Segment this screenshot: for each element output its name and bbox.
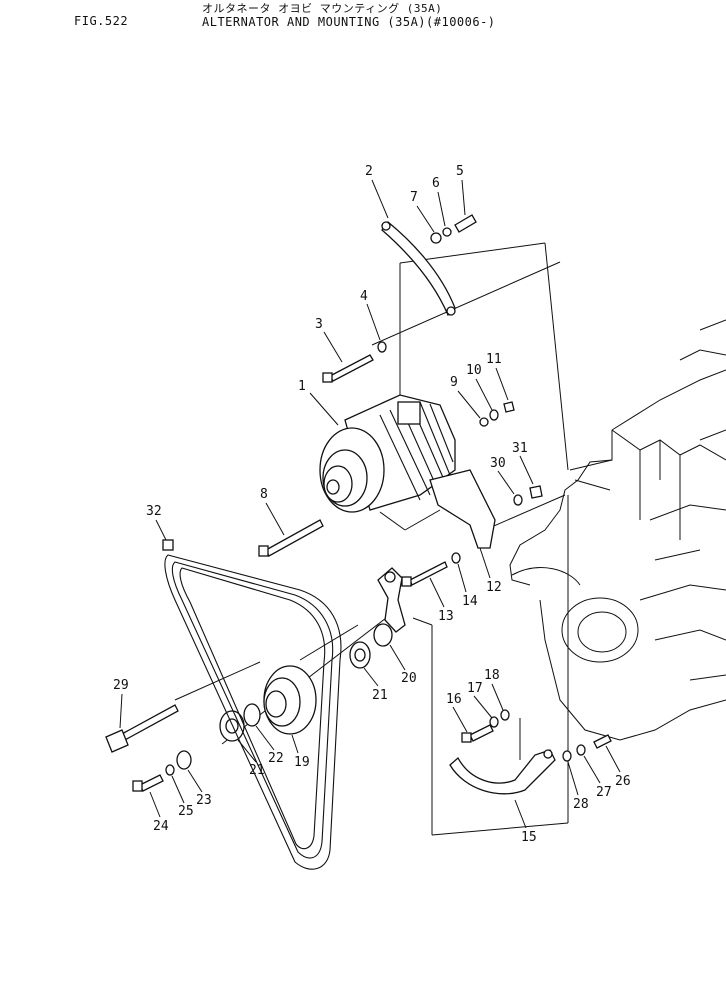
- callout-12: 12: [486, 580, 502, 595]
- callout-27: 27: [596, 785, 612, 800]
- assembly-lines: [174, 242, 569, 836]
- callout-7: 7: [410, 190, 418, 205]
- page-title: ALTERNATOR AND MOUNTING (35A)(#10006-): [202, 15, 496, 29]
- callout-21-b: 21: [249, 763, 265, 778]
- figure-number: FIG.522: [74, 14, 129, 28]
- callout-32: 32: [146, 504, 162, 519]
- callout-labels: 1 2 3 4 5 6 7 8 9 10 11 12 13 14 15 16 1…: [113, 164, 631, 845]
- callout-18: 18: [484, 668, 500, 683]
- callout-leaders: [119, 179, 621, 829]
- callout-29: 29: [113, 678, 129, 693]
- callout-2: 2: [365, 164, 373, 179]
- callout-5: 5: [456, 164, 464, 179]
- adjusting-link: [381, 221, 456, 317]
- callout-26: 26: [615, 774, 631, 789]
- callout-6: 6: [432, 176, 440, 191]
- callout-1: 1: [298, 379, 306, 394]
- callout-19: 19: [294, 755, 310, 770]
- callout-13: 13: [438, 609, 454, 624]
- callout-11: 11: [486, 352, 502, 367]
- callout-22: 22: [268, 751, 284, 766]
- callout-10: 10: [466, 363, 482, 378]
- callout-15: 15: [521, 830, 537, 845]
- mounting-bracket: [449, 749, 556, 795]
- idler-pulley-assembly: [219, 641, 371, 742]
- idler-arm: [373, 567, 406, 647]
- callout-28: 28: [573, 797, 589, 812]
- callout-30: 30: [490, 456, 506, 471]
- callout-16: 16: [446, 692, 462, 707]
- callout-21: 21: [372, 688, 388, 703]
- callout-3: 3: [315, 317, 323, 332]
- callout-25: 25: [178, 804, 194, 819]
- callout-4: 4: [360, 289, 368, 304]
- v-belt: [162, 539, 342, 870]
- alternator: [319, 394, 496, 549]
- title-japanese: オルタネータ オヨビ マウンティング (35A): [202, 2, 443, 15]
- callout-9: 9: [450, 375, 458, 390]
- callout-23: 23: [196, 793, 212, 808]
- callout-14: 14: [462, 594, 478, 609]
- callout-20: 20: [401, 671, 417, 686]
- callout-17: 17: [467, 681, 483, 696]
- callout-24: 24: [153, 819, 169, 834]
- fasteners: [105, 214, 612, 792]
- callout-8: 8: [260, 487, 268, 502]
- callout-31: 31: [512, 441, 528, 456]
- engine-block: [509, 319, 726, 741]
